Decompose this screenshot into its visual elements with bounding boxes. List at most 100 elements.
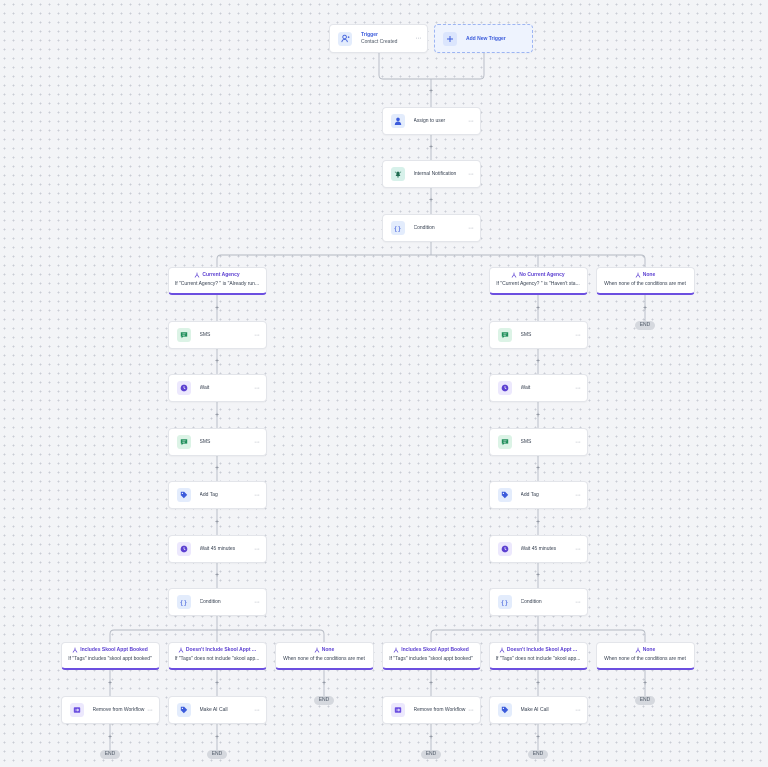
- more-menu-icon[interactable]: ···: [575, 491, 581, 499]
- branch2-step-6[interactable]: {}Condition···: [488, 588, 588, 616]
- branch-icon: [635, 647, 641, 653]
- add-trigger-button[interactable]: Add New Trigger: [434, 24, 533, 53]
- more-menu-icon[interactable]: ···: [254, 545, 260, 553]
- step-label: Internal Notification: [413, 171, 457, 177]
- more-menu-icon[interactable]: ···: [468, 117, 474, 125]
- end-marker: END: [207, 749, 227, 759]
- more-menu-icon[interactable]: ···: [575, 384, 581, 392]
- add-step-button[interactable]: +: [535, 518, 541, 526]
- branch-title-row: None: [276, 647, 373, 653]
- step-label: Make AI Call: [199, 707, 228, 713]
- sub-branch-2-2[interactable]: Doesn't Include Skool Appt ...If "Tags" …: [488, 642, 588, 670]
- add-step-button[interactable]: +: [214, 358, 220, 365]
- bell-icon: [390, 167, 405, 181]
- main-step-3[interactable]: {}Condition···: [381, 214, 481, 242]
- more-menu-icon[interactable]: ···: [575, 706, 581, 714]
- add-step-button[interactable]: +: [428, 143, 434, 151]
- add-step-button[interactable]: +: [642, 679, 648, 687]
- add-step-button[interactable]: +: [214, 304, 220, 312]
- exit-icon: [390, 703, 405, 717]
- branch2-step-4[interactable]: Add Tag···: [488, 481, 588, 509]
- branch-title: Includes Skool Appt Booked: [80, 647, 148, 653]
- branch1-step-1[interactable]: SMS ···: [167, 321, 267, 349]
- more-menu-icon[interactable]: ···: [575, 598, 581, 606]
- trigger-node[interactable]: Trigger Contact Created ···: [329, 24, 428, 53]
- add-step-button[interactable]: +: [107, 733, 113, 741]
- branch1-step-2[interactable]: Wait ···: [167, 374, 267, 402]
- end-marker: END: [528, 749, 548, 759]
- add-step-button[interactable]: +: [535, 572, 541, 579]
- branch-icon: [72, 647, 78, 653]
- more-menu-icon[interactable]: ···: [575, 331, 581, 339]
- add-step-button[interactable]: +: [642, 304, 648, 312]
- main-step-1[interactable]: Assign to user···: [381, 107, 481, 135]
- main-step-2[interactable]: Internal Notification ···: [381, 160, 481, 188]
- add-step-button[interactable]: +: [535, 411, 541, 419]
- add-step-button[interactable]: +: [321, 679, 327, 687]
- branch2-step-1[interactable]: SMS···: [488, 321, 588, 349]
- add-step-button[interactable]: +: [535, 358, 541, 365]
- add-step-button[interactable]: +: [428, 87, 434, 95]
- tag-icon: [176, 488, 191, 502]
- more-menu-icon[interactable]: ···: [147, 706, 153, 714]
- add-step-button[interactable]: +: [428, 733, 434, 741]
- more-menu-icon[interactable]: ···: [254, 706, 260, 714]
- branch1-step-4[interactable]: Add Tag···: [167, 481, 267, 509]
- add-step-button[interactable]: +: [535, 465, 541, 472]
- more-menu-icon[interactable]: ···: [254, 384, 260, 392]
- more-menu-icon[interactable]: ···: [468, 224, 474, 232]
- branch2-step-3[interactable]: SMS···: [488, 428, 588, 456]
- sub-action-2-1[interactable]: Remove from Workflow···: [381, 696, 481, 724]
- chat-icon: [176, 328, 191, 342]
- chat-icon: [497, 328, 512, 342]
- user-icon: [390, 114, 405, 128]
- tag-icon: [176, 703, 191, 717]
- more-menu-icon[interactable]: ···: [254, 598, 260, 606]
- add-step-button[interactable]: +: [214, 411, 220, 419]
- branch1-step-3[interactable]: SMS···: [167, 428, 267, 456]
- branch1-step-5[interactable]: Wait 45 minutes···: [167, 535, 267, 563]
- step-label: Wait: [199, 385, 210, 391]
- add-step-button[interactable]: +: [107, 679, 113, 687]
- add-step-button[interactable]: +: [214, 679, 220, 687]
- more-menu-icon[interactable]: ···: [415, 35, 422, 42]
- end-marker: END: [314, 695, 334, 705]
- add-step-button[interactable]: +: [535, 733, 541, 741]
- braces-icon: {}: [390, 221, 405, 235]
- more-menu-icon[interactable]: ···: [254, 438, 260, 446]
- more-menu-icon[interactable]: ···: [468, 170, 474, 178]
- add-step-button[interactable]: +: [535, 304, 541, 312]
- add-step-button[interactable]: +: [214, 465, 220, 472]
- add-step-button[interactable]: +: [214, 518, 220, 526]
- sub-branch-1-2[interactable]: Doesn't Include Skool Appt ...If "Tags" …: [167, 642, 267, 670]
- more-menu-icon[interactable]: ···: [468, 706, 474, 714]
- add-step-button[interactable]: +: [214, 572, 220, 579]
- sub-action-2-2[interactable]: Make AI Call ···: [488, 696, 588, 724]
- branch-subtitle: If "Tags" does not include "skool app...: [495, 656, 581, 662]
- add-step-button[interactable]: +: [214, 733, 220, 741]
- step-label: Make AI Call: [520, 707, 549, 713]
- more-menu-icon[interactable]: ···: [254, 331, 260, 339]
- add-step-button[interactable]: +: [428, 196, 434, 204]
- add-step-button[interactable]: +: [428, 679, 434, 687]
- step-label: SMS: [199, 332, 211, 338]
- sub-action-1-1[interactable]: Remove from Workflow···: [60, 696, 160, 724]
- branch-title-row: No Current Agency: [490, 272, 587, 278]
- sub-action-1-2[interactable]: Make AI Call ···: [167, 696, 267, 724]
- more-menu-icon[interactable]: ···: [254, 491, 260, 499]
- branch2-step-2[interactable]: Wait···: [488, 374, 588, 402]
- more-menu-icon[interactable]: ···: [575, 545, 581, 553]
- branch-title-row: None: [597, 272, 694, 278]
- more-menu-icon[interactable]: ···: [575, 438, 581, 446]
- branch1-step-6[interactable]: {}Condition···: [167, 588, 267, 616]
- branch2-step-5[interactable]: Wait 45 minutes···: [488, 535, 588, 563]
- add-step-button[interactable]: +: [535, 679, 541, 687]
